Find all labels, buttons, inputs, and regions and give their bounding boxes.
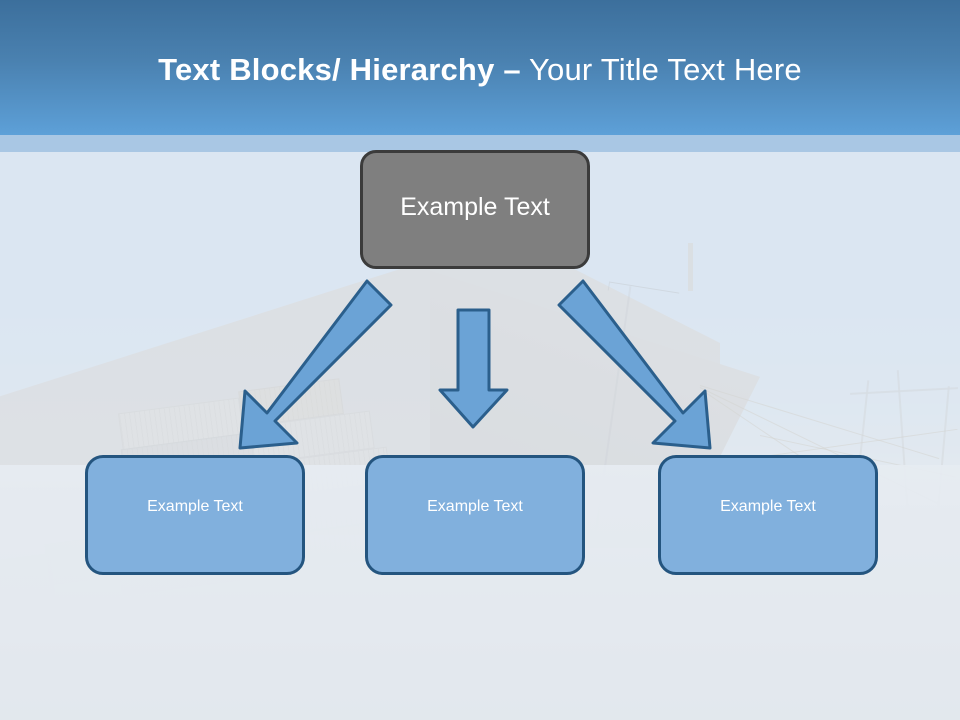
node-child-3[interactable]: Example Text <box>658 455 878 575</box>
node-child-1-label: Example Text <box>147 498 243 515</box>
page-title-rest: Your Title Text Here <box>520 52 802 87</box>
ship-mast <box>688 243 693 291</box>
page-title: Text Blocks/ Hierarchy – Your Title Text… <box>0 50 960 90</box>
node-child-2[interactable]: Example Text <box>365 455 585 575</box>
node-child-1[interactable]: Example Text <box>85 455 305 575</box>
node-root-label: Example Text <box>400 193 550 221</box>
node-root[interactable]: Example Text <box>360 150 590 269</box>
title-bar-accent-stripe <box>0 135 960 152</box>
node-child-2-label: Example Text <box>427 498 523 515</box>
page-title-strong: Text Blocks/ Hierarchy – <box>158 52 521 87</box>
title-bar <box>0 0 960 135</box>
node-child-3-label: Example Text <box>720 498 816 515</box>
